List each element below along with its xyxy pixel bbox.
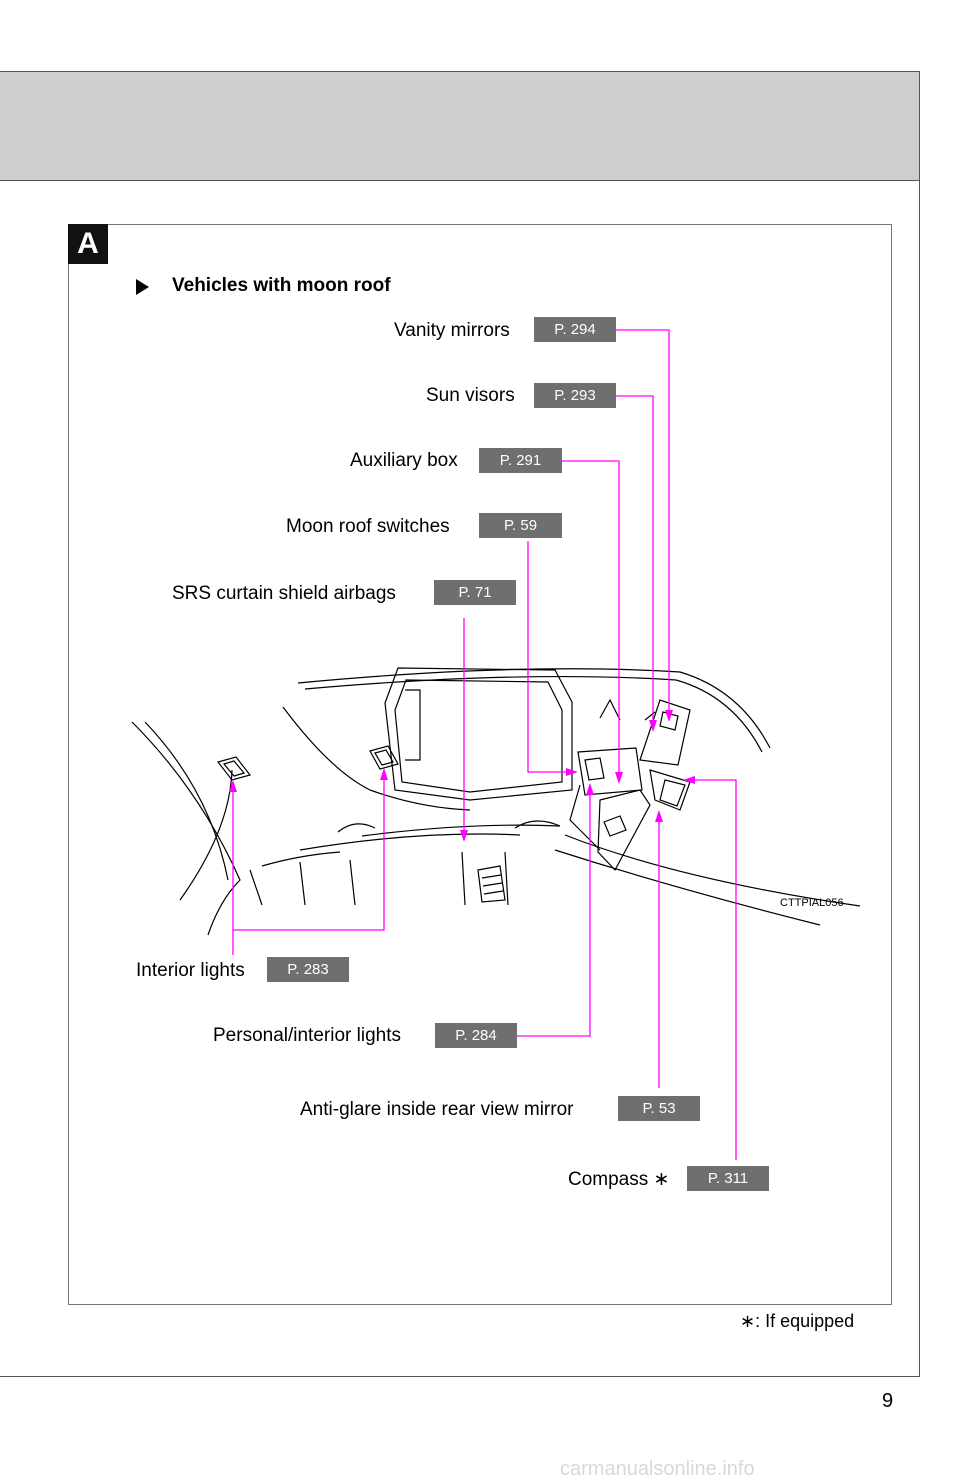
- label-anti-glare-mirror: Anti-glare inside rear view mirror: [300, 1099, 574, 1120]
- roof-drawing: [131, 667, 861, 936]
- label-sun-visors: Sun visors: [426, 385, 515, 406]
- page-number: 9: [882, 1390, 894, 1412]
- ref-compass[interactable]: P. 311: [687, 1166, 769, 1191]
- ref-anti-glare-mirror[interactable]: P. 53: [618, 1096, 700, 1121]
- label-interior-lights: Interior lights: [136, 960, 245, 981]
- header-band: [0, 71, 920, 181]
- right-border: [919, 71, 920, 1377]
- illustration-code: CTTPIAL056: [780, 897, 844, 909]
- footnote: ∗: If equipped: [740, 1311, 855, 1331]
- leader-lines: [232, 329, 737, 1160]
- label-moon-roof-switches: Moon roof switches: [286, 516, 450, 537]
- ref-srs-curtain-shield-airbags[interactable]: P. 71: [434, 580, 516, 605]
- section-badge: A: [68, 224, 108, 264]
- section-heading: Vehicles with moon roof: [172, 275, 391, 296]
- ref-vanity-mirrors[interactable]: P. 294: [534, 317, 616, 342]
- ref-interior-lights[interactable]: P. 283: [267, 957, 349, 982]
- leader-arrowheads: [229, 710, 695, 842]
- watermark: carmanualsonline.info: [560, 1458, 755, 1480]
- bottom-border: [0, 1376, 920, 1377]
- play-arrow-icon: [136, 279, 149, 295]
- label-personal-interior-lights: Personal/interior lights: [213, 1025, 401, 1046]
- ref-personal-interior-lights[interactable]: P. 284: [435, 1023, 517, 1048]
- ref-moon-roof-switches[interactable]: P. 59: [479, 513, 562, 538]
- ref-sun-visors[interactable]: P. 293: [534, 383, 616, 408]
- label-auxiliary-box: Auxiliary box: [350, 450, 458, 471]
- illustration-panel: [68, 224, 892, 1305]
- ref-auxiliary-box[interactable]: P. 291: [479, 448, 562, 473]
- label-compass: Compass ∗: [568, 1169, 670, 1190]
- label-srs-curtain-shield-airbags: SRS curtain shield airbags: [172, 583, 396, 604]
- label-vanity-mirrors: Vanity mirrors: [394, 320, 510, 341]
